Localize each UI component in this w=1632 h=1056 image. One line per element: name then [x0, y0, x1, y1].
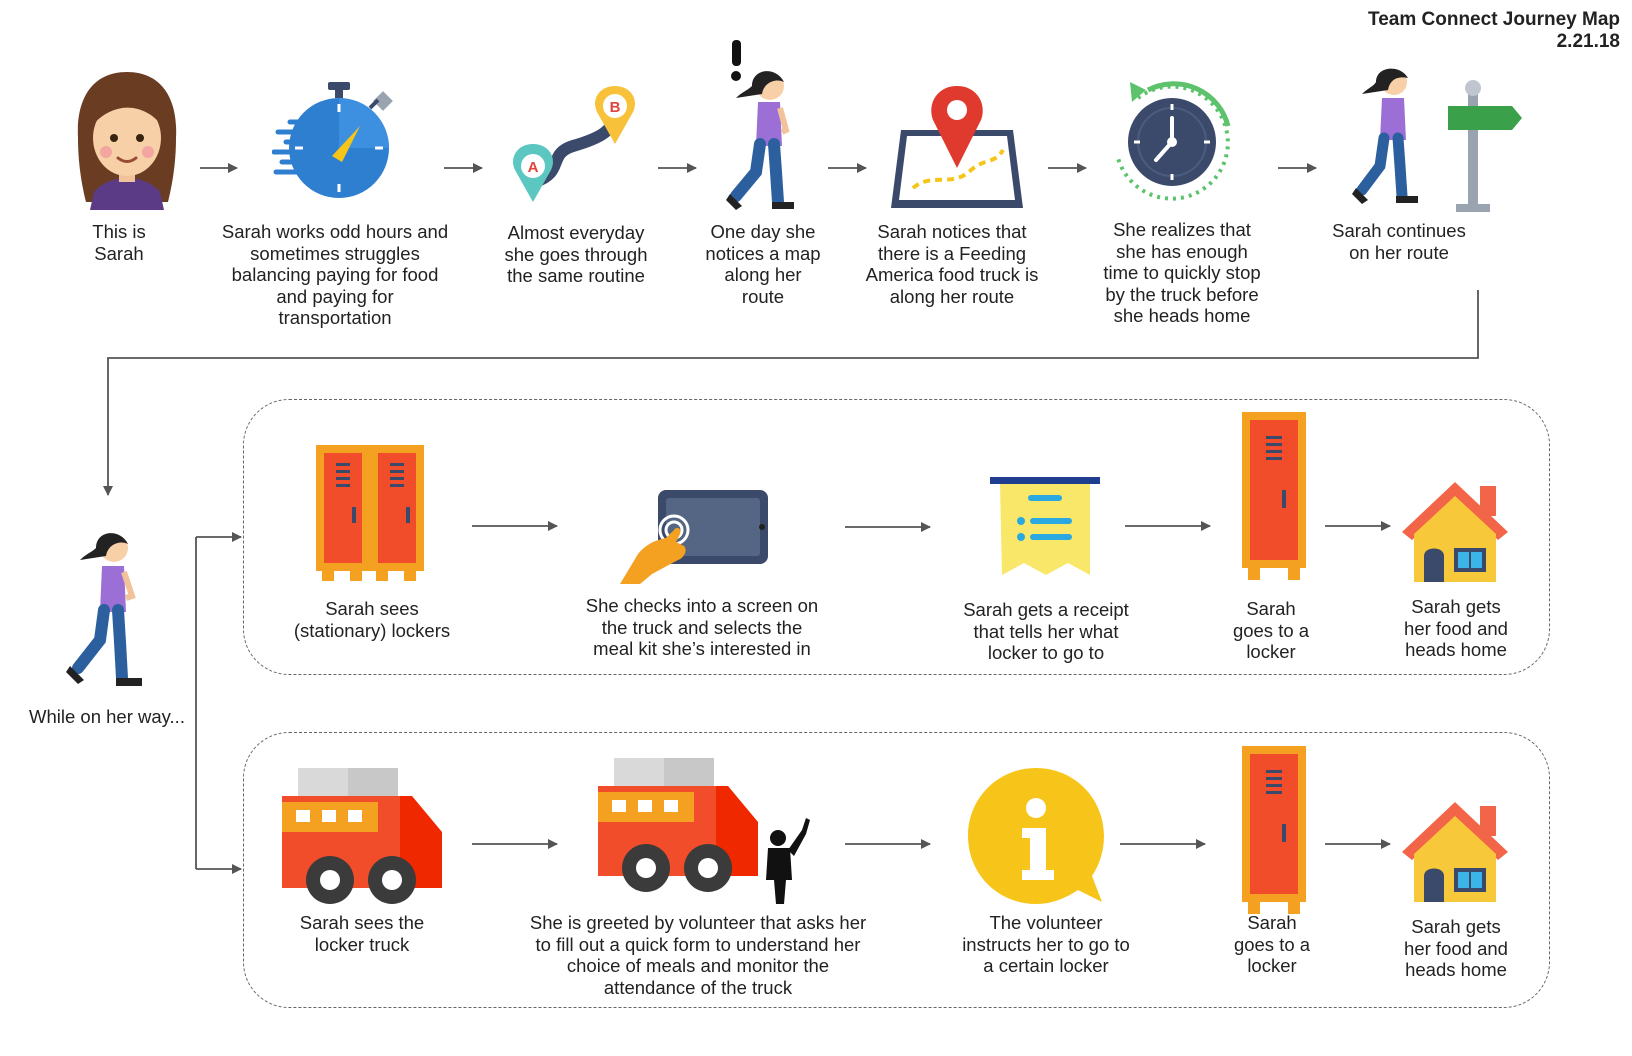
step-caption: One day she notices a map along her rout…	[705, 221, 821, 307]
walking-signpost-icon	[1352, 68, 1524, 214]
step-caption: She realizes that she has enough time to…	[1103, 219, 1261, 326]
house-icon	[1400, 478, 1510, 584]
locker-truck-icon	[282, 766, 444, 906]
info-bubble-icon	[966, 766, 1108, 906]
step-caption: Sarah gets her food and heads home	[1404, 596, 1508, 660]
tablet-touch-icon	[618, 488, 770, 586]
step-caption: Sarah continues on her route	[1332, 220, 1466, 263]
step-caption: Sarah goes to a locker	[1232, 598, 1310, 662]
walking-person-alert-icon	[722, 38, 802, 214]
receipt-icon	[990, 475, 1102, 579]
journey-map-title: Team Connect Journey Map 2.21.18	[1368, 9, 1620, 53]
stationary-lockers-icon	[314, 443, 426, 583]
option-b-box	[243, 732, 1550, 1008]
locker-icon	[1240, 744, 1308, 916]
svg-text:B: B	[610, 99, 621, 116]
step-caption: The volunteer instructs her to go to a c…	[962, 912, 1130, 976]
step-caption: Almost everyday she goes through the sam…	[504, 222, 648, 286]
clock-icon	[1108, 76, 1238, 208]
step-caption: Sarah gets her food and heads home	[1404, 916, 1508, 980]
step-caption: Sarah sees the locker truck	[299, 912, 425, 955]
step-caption: Sarah notices that there is a Feeding Am…	[865, 221, 1039, 307]
step-caption: She checks into a screen on the truck an…	[585, 595, 819, 659]
step-caption: This is Sarah	[92, 221, 146, 264]
stopwatch-icon	[272, 80, 398, 208]
sarah-face-icon	[72, 68, 182, 210]
branch-caption: While on her way...	[29, 706, 185, 727]
step-caption: Sarah goes to a locker	[1233, 912, 1311, 976]
house-icon	[1400, 798, 1510, 904]
map-pin-icon	[887, 84, 1027, 212]
title-date: 2.21.18	[1556, 31, 1620, 52]
title-text: Team Connect Journey Map	[1368, 9, 1620, 30]
step-caption: Sarah works odd hours and sometimes stru…	[221, 221, 449, 328]
svg-text:A: A	[528, 159, 539, 176]
locker-icon	[1240, 410, 1308, 582]
step-caption: Sarah sees (stationary) lockers	[293, 598, 451, 641]
step-caption: She is greeted by volunteer that asks he…	[529, 912, 867, 998]
route-a-to-b-icon: A B	[505, 82, 645, 212]
step-caption: Sarah gets a receipt that tells her what…	[963, 599, 1129, 663]
truck-volunteer-icon	[598, 756, 812, 906]
option-a-box	[243, 399, 1550, 675]
walking-person-icon	[62, 530, 148, 694]
